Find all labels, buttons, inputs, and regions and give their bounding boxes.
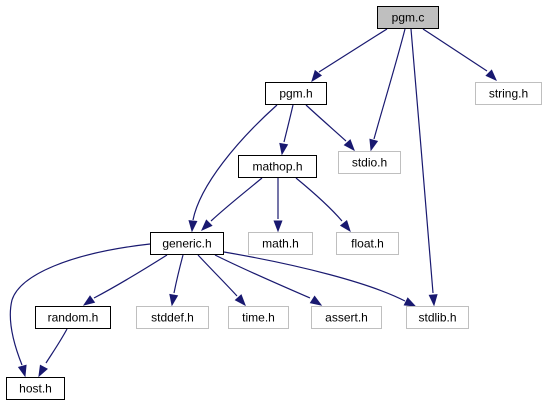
edge-pgm-c-to-pgm-h bbox=[311, 28, 388, 83]
edge-arrowhead bbox=[82, 295, 96, 306]
edge-arrowhead bbox=[188, 220, 198, 233]
node-stdio-h: stdio.h bbox=[338, 151, 401, 174]
edge-arrowhead bbox=[339, 219, 351, 233]
node-time-h: time.h bbox=[228, 306, 289, 329]
edge-arrowhead bbox=[309, 295, 323, 306]
node-stdlib-h: stdlib.h bbox=[406, 306, 469, 329]
edge-line bbox=[192, 104, 278, 221]
edge-generic-h-to-stddef-h bbox=[169, 254, 184, 307]
edge-line bbox=[223, 251, 406, 302]
node-label: stdlib.h bbox=[418, 311, 456, 325]
node-box bbox=[475, 82, 542, 105]
edge-line bbox=[373, 28, 406, 140]
node-label: string.h bbox=[489, 87, 528, 101]
node-box bbox=[377, 6, 439, 29]
edge-pgm-c-to-stdio-h bbox=[369, 28, 406, 152]
node-box bbox=[265, 82, 327, 105]
edge-generic-h-to-stdlib-h bbox=[223, 251, 417, 307]
edge-line bbox=[422, 28, 488, 72]
edge-generic-h-to-host-h bbox=[9, 243, 151, 378]
edge-line bbox=[45, 328, 68, 364]
node-label: stdio.h bbox=[352, 156, 387, 170]
node-box bbox=[35, 306, 111, 329]
edge-line bbox=[318, 28, 388, 73]
node-label: host.h bbox=[19, 382, 52, 396]
node-stddef-h: stddef.h bbox=[136, 306, 209, 329]
edge-line bbox=[410, 28, 434, 294]
edge-arrowhead bbox=[485, 69, 497, 81]
edge-mathop-h-to-float-h bbox=[295, 177, 351, 233]
edge-pgm-h-to-stdio-h bbox=[305, 104, 355, 152]
node-box bbox=[248, 232, 313, 255]
node-label: pgm.c bbox=[392, 11, 425, 25]
edge-arrowhead bbox=[311, 69, 323, 83]
node-string-h: string.h bbox=[475, 82, 542, 105]
edge-line bbox=[283, 104, 294, 143]
nodes-layer: pgm.c pgm.h stdio.h string.h mathop.h generic… bbox=[6, 6, 542, 400]
node-box bbox=[228, 306, 289, 329]
node-label: generic.h bbox=[162, 237, 211, 251]
edge-arrowhead bbox=[403, 297, 417, 307]
edge-line bbox=[93, 254, 168, 299]
edge-arrowhead bbox=[369, 138, 379, 152]
edge-arrowhead bbox=[343, 139, 355, 152]
node-box bbox=[338, 151, 401, 174]
node-box bbox=[6, 377, 65, 400]
edge-arrowhead bbox=[17, 364, 27, 378]
edge-generic-h-to-random-h bbox=[82, 254, 168, 306]
edge-arrowhead bbox=[279, 142, 289, 156]
edge-arrowhead bbox=[234, 294, 246, 307]
node-label: random.h bbox=[48, 311, 99, 325]
edge-mathop-h-to-math-h bbox=[273, 178, 283, 233]
node-host-h[interactable]: host.h bbox=[6, 377, 65, 400]
edge-line bbox=[9, 243, 151, 366]
edge-pgm-h-to-generic-h bbox=[188, 104, 278, 233]
node-label: pgm.h bbox=[279, 87, 312, 101]
node-box bbox=[336, 232, 399, 255]
node-pgm-h[interactable]: pgm.h bbox=[265, 82, 327, 105]
node-label: assert.h bbox=[325, 311, 368, 325]
edge-mathop-h-to-generic-h bbox=[201, 177, 263, 231]
node-label: time.h bbox=[242, 311, 275, 325]
node-generic-h[interactable]: generic.h bbox=[150, 232, 224, 255]
node-label: stddef.h bbox=[151, 311, 194, 325]
edge-pgm-h-to-mathop-h bbox=[279, 104, 294, 156]
node-pgm-c[interactable]: pgm.c bbox=[377, 6, 439, 29]
edge-pgm-c-to-stdlib-h bbox=[410, 28, 438, 307]
node-random-h[interactable]: random.h bbox=[35, 306, 111, 329]
edge-random-h-to-host-h bbox=[38, 328, 68, 378]
edge-line bbox=[295, 177, 343, 222]
node-label: mathop.h bbox=[252, 160, 302, 174]
edge-pgm-c-to-string-h bbox=[422, 28, 497, 81]
node-assert-h: assert.h bbox=[311, 306, 382, 329]
node-mathop-h[interactable]: mathop.h bbox=[238, 155, 317, 178]
edge-generic-h-to-time-h bbox=[197, 254, 246, 307]
edge-line bbox=[210, 177, 263, 222]
edge-line bbox=[197, 254, 238, 297]
edge-arrowhead bbox=[428, 294, 438, 307]
edge-line bbox=[214, 254, 311, 299]
node-math-h: math.h bbox=[248, 232, 313, 255]
node-label: float.h bbox=[351, 237, 384, 251]
node-box bbox=[238, 155, 317, 178]
edges-layer bbox=[9, 28, 497, 378]
node-box bbox=[136, 306, 209, 329]
node-label: math.h bbox=[262, 237, 299, 251]
edge-generic-h-to-assert-h bbox=[214, 254, 323, 306]
node-box bbox=[311, 306, 382, 329]
edge-arrowhead bbox=[169, 293, 179, 307]
node-box bbox=[150, 232, 224, 255]
edge-line bbox=[173, 254, 184, 294]
node-float-h: float.h bbox=[336, 232, 399, 255]
edge-arrowhead bbox=[38, 364, 48, 378]
edge-arrowhead bbox=[273, 220, 283, 233]
node-box bbox=[406, 306, 469, 329]
edge-line bbox=[305, 104, 347, 142]
edge-arrowhead bbox=[201, 219, 213, 231]
